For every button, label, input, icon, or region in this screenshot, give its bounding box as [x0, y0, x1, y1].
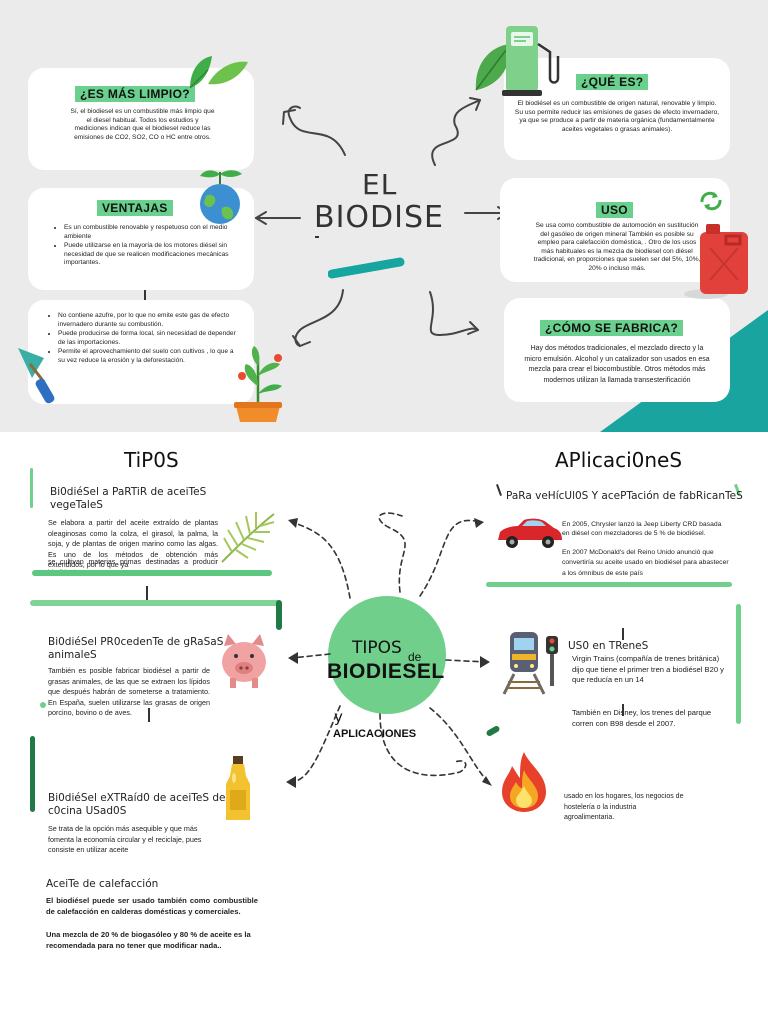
aplicacion-1-text: En 2005, Chrysler lanzó la Jeep Liberty …	[562, 521, 722, 538]
recycle-icon	[700, 191, 722, 211]
connector-line	[146, 586, 148, 600]
accent-bar	[30, 736, 35, 812]
tipo-3-text: Se trata de la opción más asequible y qu…	[48, 824, 202, 855]
mindmap-arrows	[255, 97, 509, 347]
center-aplicaciones: APLICACIONES	[333, 728, 417, 740]
earth-sprout-icon	[200, 170, 242, 224]
connector-line	[144, 290, 146, 300]
card-como-se-fabrica	[504, 298, 730, 402]
dashed-arrows	[286, 512, 492, 788]
card-es-mas-limpio	[28, 68, 254, 170]
aplicacion-3-text: usado en los hogares, los negocios de ho…	[564, 793, 684, 822]
tipo-1-text: Se elabora a partir del aceite extraído …	[48, 518, 218, 570]
car-icon	[498, 518, 562, 548]
tipo-3-heading: Bi0diéSel eXTRaíd0 de aceiTeS de c0cina …	[48, 792, 226, 817]
tipo-1-heading: Bi0diéSel a PaRTiR de aceiTeS vegeTaleS	[50, 486, 207, 511]
center-title-line2: BIODISE	[314, 200, 444, 235]
aplicacion-2-text-2: También en Disney, los trenes del parque…	[572, 708, 712, 728]
dot	[40, 702, 46, 708]
list-ventajas: Es un combustible renovable y respetuoso…	[64, 224, 244, 269]
top-mindmap-section: EL BIODISE ¿ES MÁS LIMPIO? Sí, el biodie…	[0, 0, 768, 432]
aplicacion-1-heading: PaRa veHícUl0S Y acePTación de fabRicanT…	[506, 490, 743, 502]
tag-ventajas: VENTAJAS	[97, 200, 173, 216]
pig-icon	[222, 634, 266, 688]
aplicacion-2-heading: US0 en TReneS	[568, 640, 649, 652]
train-icon	[502, 632, 558, 695]
list-ventajas-2: No contiene azufre, por lo que no emite …	[58, 312, 240, 367]
teal-underline-stroke	[328, 257, 405, 279]
aplicacion-1-text-2: En 2007 McDonald's del Reino Unido anunc…	[562, 549, 729, 577]
green-bar	[486, 582, 732, 587]
title-cursor	[315, 236, 319, 238]
calefaccion-heading: AceiTe de calefacción	[46, 878, 159, 890]
green-bar	[30, 600, 280, 606]
calefaccion-text: El biodiésel puede ser usado también com…	[46, 896, 258, 916]
center-y: y	[334, 708, 343, 726]
center-de: de	[408, 650, 422, 664]
fire-icon	[502, 752, 546, 812]
center-title-line1: EL	[362, 168, 398, 201]
ventajas2-item: No contiene azufre, por lo que no emite …	[58, 312, 240, 329]
oil-bottle-icon	[226, 756, 250, 820]
ventajas2-item: Permite el aprovechamiento del suelo con…	[58, 348, 240, 365]
text-es-mas-limpio: Sí, el biodiesel es un combustible más l…	[70, 108, 215, 141]
tipo-1-text-2: se cultivan materias primas destinadas a…	[48, 559, 218, 577]
center-circle	[328, 596, 446, 714]
fuel-pump-icon	[475, 26, 560, 96]
tipo-2-text: También es posible fabricar biodiésel a …	[48, 666, 210, 718]
green-bar	[32, 570, 272, 576]
potted-plant-icon	[234, 346, 282, 422]
tag-que-es: ¿QUÉ ES?	[576, 74, 649, 90]
text-que-es: El biodiésel es un combustible de origen…	[514, 100, 720, 133]
tag-como-se-fabrica: ¿CÓMO SE FABRICA?	[540, 320, 684, 336]
ventajas2-item: Puede producirse de forma local, sin nec…	[58, 330, 240, 347]
text-como-se-fabrica: Hay dos métodos tradicionales, el mezcla…	[524, 345, 710, 384]
trowel-icon	[18, 348, 55, 404]
center-biodiesel: BIODIESEL	[327, 660, 445, 683]
tag-uso: USO	[596, 202, 633, 218]
accent-bar	[276, 600, 282, 630]
tipo-2-heading: Bi0diéSel PR0cedenTe de gRaSaS animaleS	[48, 636, 224, 661]
card-uso	[500, 178, 730, 282]
calefaccion-text-2: Una mezcla de 20 % de biogasóleo y 80 % …	[46, 930, 251, 950]
ventajas-item: Es un combustible renovable y respetuoso…	[64, 224, 244, 241]
tipos-title: TiP0S	[124, 448, 179, 472]
card-ventajas-2	[28, 300, 254, 404]
accent-bar	[30, 468, 33, 508]
palm-leaf-icon	[221, 512, 275, 563]
accent-bar	[736, 604, 741, 724]
aplicacion-2-text: Virgin Trains (compañía de trenes britán…	[572, 654, 724, 685]
connector-line	[622, 628, 624, 640]
jerrycan-icon	[684, 224, 748, 299]
ventajas-item: Puede utilizarse en la mayoría de los mo…	[64, 242, 244, 268]
aplicaciones-title: APlicaci0neS	[555, 448, 683, 472]
tag-es-mas-limpio: ¿ES MÁS LIMPIO?	[75, 86, 195, 102]
bottom-section: TiP0S APlicaci0neS TIPOS de BIODIESEL y …	[0, 432, 768, 1024]
center-tipos: TIPOS	[352, 638, 402, 658]
text-uso: Se usa como combustible de automoción en…	[533, 222, 701, 272]
connector-line	[148, 708, 150, 722]
connector-line	[622, 704, 624, 716]
leaves-icon	[189, 56, 248, 89]
